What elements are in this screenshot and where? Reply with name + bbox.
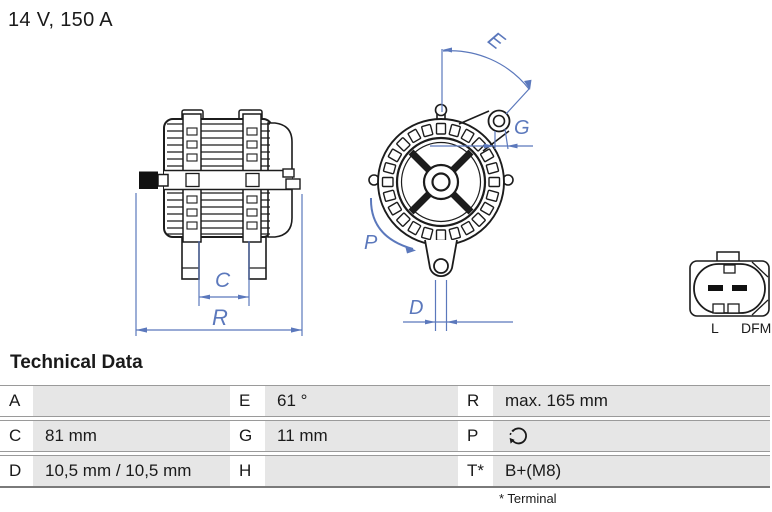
adjuster-lug <box>458 109 511 152</box>
shaft-hole <box>431 172 451 192</box>
dim-label-P: P <box>364 232 378 254</box>
spokes <box>408 149 474 215</box>
connector-chamfers <box>751 261 769 316</box>
cell-value-G: 11 mm <box>265 421 458 451</box>
connector-key-bottom-right <box>727 303 740 314</box>
cell-value-A <box>33 386 230 416</box>
cell-label-T: T* <box>458 456 493 486</box>
section-heading: Technical Data <box>10 352 143 373</box>
cell-value-C: 81 mm <box>33 421 230 451</box>
connector-label-L: L <box>711 320 719 336</box>
plug-connector: L DFM <box>689 251 771 336</box>
table-row: D 10,5 mm / 10,5 mm H T* B+(M8) <box>0 455 770 488</box>
rotation-direction-icon <box>509 427 527 445</box>
shaft <box>139 171 169 189</box>
dimension-D <box>403 280 513 331</box>
top-lug <box>434 103 448 120</box>
pin-DFM <box>732 285 747 291</box>
alternator-technical-drawing: C R E G P D L DFM <box>135 28 771 336</box>
cell-label-R: R <box>458 386 493 416</box>
cell-label-A: A <box>0 386 33 416</box>
rotation-direction-arrow <box>369 197 416 254</box>
middle-band <box>164 169 292 191</box>
page-title: 14 V, 150 A <box>8 9 113 31</box>
cell-label-P: P <box>458 421 493 451</box>
connector-key-top <box>723 264 736 274</box>
dim-label-C: C <box>215 269 231 292</box>
cell-label-C: C <box>0 421 33 451</box>
cell-value-T: B+(M8) <box>493 456 770 486</box>
dim-label-R: R <box>212 305 228 330</box>
cell-label-G: G <box>230 421 265 451</box>
dim-label-G: G <box>514 117 530 139</box>
cell-label-D: D <box>0 456 33 486</box>
connector-housing <box>689 260 770 317</box>
terminal-footnote: * Terminal <box>499 491 557 506</box>
dim-label-E: E <box>483 28 509 55</box>
mounting-foot-left <box>181 236 200 280</box>
cooling-fins <box>167 123 270 235</box>
cell-value-E: 61 ° <box>265 386 458 416</box>
cell-label-H: H <box>230 456 265 486</box>
bottom-lug <box>424 239 458 277</box>
table-row: A E 61 ° R max. 165 mm <box>0 385 770 417</box>
pulley-face <box>395 136 487 228</box>
dimension-G <box>430 128 533 150</box>
dimension-C <box>198 241 250 306</box>
terminal-stud <box>282 168 301 190</box>
cell-value-H <box>265 456 458 486</box>
pin-L <box>708 285 723 291</box>
front-view <box>368 103 514 277</box>
cell-value-P <box>493 421 770 451</box>
vent-slots <box>381 122 501 242</box>
dim-label-D: D <box>409 297 423 319</box>
dimension-R <box>135 193 303 336</box>
cell-label-E: E <box>230 386 265 416</box>
mounting-foot-right <box>248 236 267 280</box>
table-row: C 81 mm G 11 mm P <box>0 420 770 452</box>
shaft-threaded-end <box>139 171 158 189</box>
connector-label-DFM: DFM <box>741 320 771 336</box>
connector-key-bottom-left <box>712 303 725 314</box>
dimension-E <box>441 47 532 115</box>
cell-value-R: max. 165 mm <box>493 386 770 416</box>
technical-data-table: A E 61 ° R max. 165 mm C 81 mm G 11 mm P… <box>0 385 770 491</box>
side-view <box>139 109 301 280</box>
cell-value-D: 10,5 mm / 10,5 mm <box>33 456 230 486</box>
